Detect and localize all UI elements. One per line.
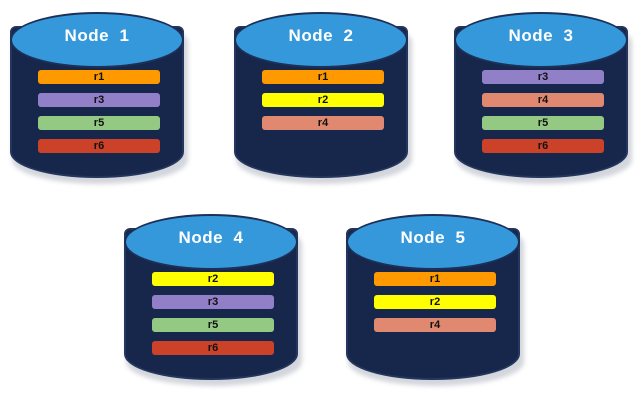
shard-bar[interactable]: r5	[38, 116, 160, 130]
shard-stack: r1 r3 r5 r6	[38, 70, 160, 153]
database-node-4[interactable]: Node 4 r2 r3 r5 r6	[122, 214, 304, 386]
database-node-1[interactable]: Node 1 r1 r3 r5 r6	[8, 12, 190, 184]
database-node-3[interactable]: Node 3 r3 r4 r5 r6	[452, 12, 634, 184]
shard-bar[interactable]: r4	[262, 116, 384, 130]
cylinder-top-disc-icon	[346, 214, 520, 270]
database-node-5[interactable]: Node 5 r1 r2 r4	[344, 214, 526, 386]
node-label: Node 1	[64, 26, 130, 45]
shard-bar[interactable]: r5	[152, 318, 274, 332]
shard-stack: r3 r4 r5 r6	[482, 70, 604, 153]
shard-bar[interactable]: r6	[482, 139, 604, 153]
database-node-2[interactable]: Node 2 r1 r2 r4	[232, 12, 414, 184]
node-label: Node 4	[178, 228, 244, 247]
shard-bar[interactable]: r4	[374, 318, 496, 332]
node-label: Node 2	[288, 26, 354, 45]
shard-bar[interactable]: r1	[374, 272, 496, 286]
shard-bar[interactable]: r3	[482, 70, 604, 84]
shard-bar[interactable]: r1	[38, 70, 160, 84]
node-label: Node 3	[508, 26, 574, 45]
shard-bar[interactable]: r1	[262, 70, 384, 84]
shard-bar[interactable]: r6	[152, 341, 274, 355]
cylinder-top-disc-icon	[234, 12, 408, 68]
shard-stack: r2 r3 r5 r6	[152, 272, 274, 355]
shard-bar[interactable]: r2	[262, 93, 384, 107]
shard-bar[interactable]: r4	[482, 93, 604, 107]
shard-bar[interactable]: r6	[38, 139, 160, 153]
shard-stack: r1 r2 r4	[262, 70, 384, 130]
shard-stack: r1 r2 r4	[374, 272, 496, 332]
cylinder-top-disc-icon	[124, 214, 298, 270]
node-label: Node 5	[400, 228, 466, 247]
cylinder-top-disc-icon	[10, 12, 184, 68]
shard-bar[interactable]: r2	[374, 295, 496, 309]
shard-bar[interactable]: r3	[152, 295, 274, 309]
shard-bar[interactable]: r5	[482, 116, 604, 130]
cylinder-top-disc-icon	[454, 12, 628, 68]
shard-bar[interactable]: r3	[38, 93, 160, 107]
shard-bar[interactable]: r2	[152, 272, 274, 286]
